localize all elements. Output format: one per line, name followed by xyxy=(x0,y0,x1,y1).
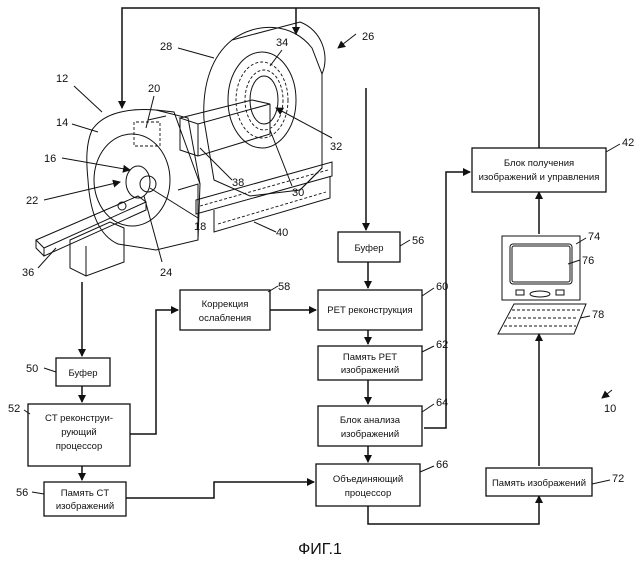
block-pet-buffer: Буфер xyxy=(338,232,400,262)
block-ct-memory-line-2: изображений xyxy=(56,501,114,512)
block-acquisition-control: Блок получения изображений и управления xyxy=(472,148,606,192)
block-ct-reconstruction: CT реконструи- рующий процессор xyxy=(28,404,130,466)
block-pet-memory: Память PET изображений xyxy=(318,346,422,380)
ref-60: 60 xyxy=(436,281,448,293)
block-acquisition-control-line-2: изображений и управления xyxy=(479,172,600,183)
block-ct-recon-line-2: рующий xyxy=(61,427,96,438)
ref-36: 36 xyxy=(22,267,34,279)
block-image-memory: Память изображений xyxy=(486,468,592,496)
block-ct-buffer-label: Буфер xyxy=(68,368,97,379)
ref-30: 30 xyxy=(292,187,304,199)
ref-74: 74 xyxy=(588,231,600,243)
ref-16: 16 xyxy=(44,153,56,165)
ref-26: 26 xyxy=(362,31,374,43)
ref-40: 40 xyxy=(276,227,288,239)
ref-14: 14 xyxy=(56,117,68,129)
ref-56-ct: 56 xyxy=(16,487,28,499)
block-image-analysis-line-1: Блок анализа xyxy=(340,415,401,426)
ref-78: 78 xyxy=(592,309,604,321)
ref-62: 62 xyxy=(436,339,448,351)
block-pet-memory-line-1: Память PET xyxy=(343,352,397,363)
ref-20: 20 xyxy=(148,83,160,95)
ref-50: 50 xyxy=(26,363,38,375)
ref-72: 72 xyxy=(612,473,624,485)
block-ct-recon-line-1: CT реконструи- xyxy=(45,413,113,424)
block-image-memory-label: Память изображений xyxy=(492,478,586,489)
ref-38: 38 xyxy=(232,177,244,189)
ref-58: 58 xyxy=(278,281,290,293)
ref-22: 22 xyxy=(26,195,38,207)
block-fusion-processor: Объединяющий процессор xyxy=(316,464,420,506)
block-attenuation-correction: Коррекция ослабления xyxy=(180,290,270,330)
ref-42: 42 xyxy=(622,137,634,149)
ref-18: 18 xyxy=(194,221,206,233)
ref-76: 76 xyxy=(582,255,594,267)
ref-28: 28 xyxy=(160,41,172,53)
block-attenuation-line-1: Коррекция xyxy=(202,299,249,310)
block-pet-memory-line-2: изображений xyxy=(341,365,399,376)
block-fusion-processor-line-2: процессор xyxy=(345,488,392,499)
block-attenuation-line-2: ослабления xyxy=(199,313,251,324)
keyboard-keys xyxy=(504,310,580,326)
ref-66: 66 xyxy=(436,459,448,471)
ref-52: 52 xyxy=(8,403,20,415)
workstation-computer xyxy=(498,236,586,334)
block-ct-buffer: Буфер xyxy=(56,358,110,386)
ref-12: 12 xyxy=(56,73,68,85)
block-acquisition-control-line-1: Блок получения xyxy=(504,158,574,169)
block-ct-memory-line-1: Память CT xyxy=(61,488,110,499)
block-image-analysis-line-2: изображений xyxy=(341,429,399,440)
block-pet-reconstruction: PET реконструкция xyxy=(318,290,422,330)
block-pet-reconstruction-label: PET реконструкция xyxy=(327,305,412,316)
block-ct-memory: Память CT изображений xyxy=(44,482,126,516)
ref-24: 24 xyxy=(160,267,172,279)
ref-32: 32 xyxy=(330,141,342,153)
block-pet-buffer-label: Буфер xyxy=(354,243,383,254)
block-fusion-processor-line-1: Объединяющий xyxy=(333,474,403,485)
ref-10: 10 xyxy=(604,403,616,415)
figure-caption: ФИГ.1 xyxy=(298,541,342,558)
patient-couch xyxy=(36,196,146,276)
ref-34: 34 xyxy=(276,37,288,49)
block-ct-recon-line-3: процессор xyxy=(56,441,103,452)
ref-64: 64 xyxy=(436,397,448,409)
block-image-analysis: Блок анализа изображений xyxy=(318,406,422,446)
ref-56-pet: 56 xyxy=(412,235,424,247)
